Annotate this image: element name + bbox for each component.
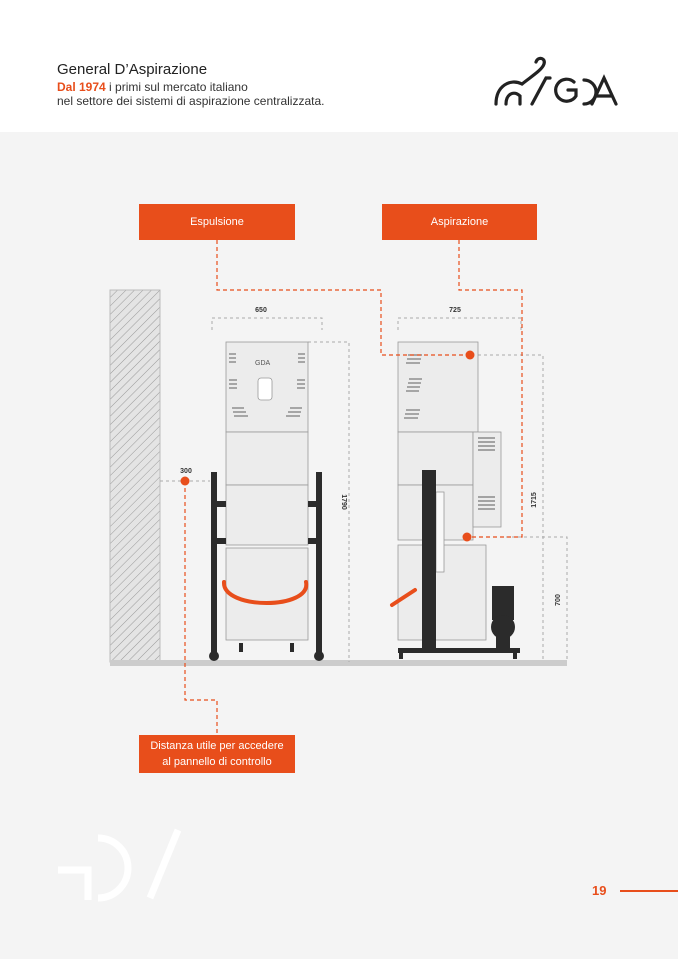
left-machine: GDA	[225, 341, 309, 641]
gda-logo	[494, 56, 618, 106]
page-number-rule	[620, 890, 678, 892]
floor	[110, 660, 567, 666]
left-hose	[221, 580, 309, 605]
aspiration-port-dot	[462, 532, 472, 542]
dim-wall-distance: 300	[180, 468, 192, 475]
aspiration-label: Aspirazione	[382, 204, 537, 240]
page-subtitle: Dal 1974 i primi sul mercato italiano ne…	[57, 80, 324, 108]
right-frame	[398, 470, 520, 659]
right-hose	[390, 588, 417, 607]
right-machine	[397, 341, 502, 641]
access-distance-dot	[180, 476, 190, 486]
expulsion-label: Espulsione	[139, 204, 295, 240]
access-distance-label: Distanza utile per accedere al pannello …	[139, 735, 295, 773]
dim-inlet-height: 700	[555, 594, 562, 606]
page-title: General D’Aspirazione	[57, 61, 208, 78]
dim-right-height: 1715	[531, 492, 538, 508]
wall	[109, 289, 161, 663]
footer-logo-watermark	[58, 828, 182, 902]
subtitle-line-2: nel settore dei sistemi di aspirazione c…	[57, 94, 325, 108]
dim-left-width: 650	[255, 307, 267, 314]
subtitle-highlight: Dal 1974	[57, 80, 106, 94]
page-header: General D’Aspirazione Dal 1974 i primi s…	[0, 0, 678, 132]
left-frame	[209, 472, 324, 661]
subtitle-text: i primi sul mercato italiano	[105, 80, 248, 94]
expulsion-port-dot	[465, 350, 475, 360]
dim-right-width: 725	[449, 307, 461, 314]
dim-left-height: 1790	[340, 494, 347, 510]
page-number: 19	[592, 883, 607, 898]
svg-text:GDA: GDA	[255, 360, 271, 367]
